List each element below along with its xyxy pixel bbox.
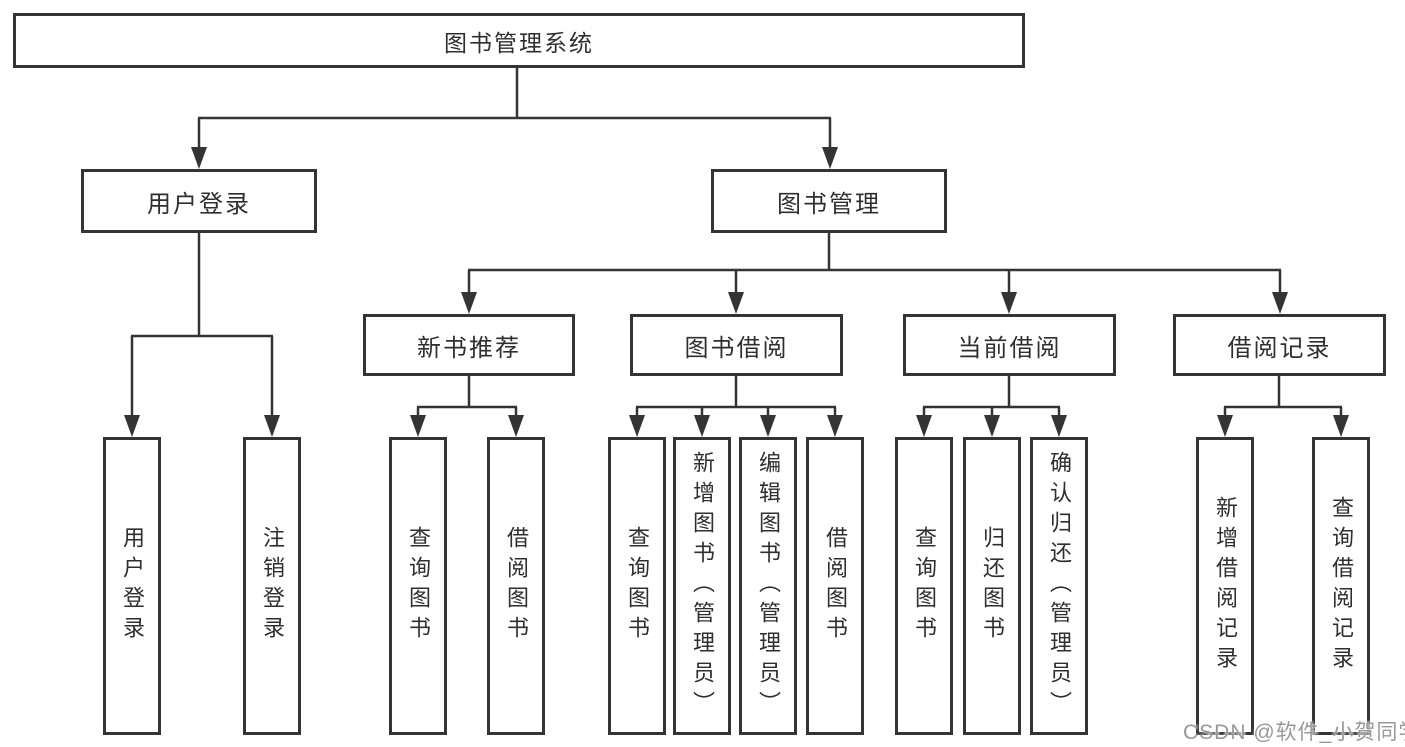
node-label: 确认归还（管理员） [1047, 451, 1072, 721]
node-new-book-recommend: 新书推荐 [363, 314, 575, 376]
node-borrowing-records: 借阅记录 [1173, 314, 1386, 376]
leaf-query-books-current: 查询图书 [895, 437, 953, 735]
node-label: 归还图书 [980, 526, 1005, 646]
node-label: 图书管理系统 [444, 29, 594, 56]
leaf-borrow-books-recommend: 借阅图书 [487, 437, 545, 735]
node-label: 查询图书 [625, 526, 650, 646]
node-book-management: 图书管理 [711, 169, 947, 233]
node-label: 查询图书 [912, 526, 937, 646]
node-current-borrowing: 当前借阅 [903, 314, 1116, 376]
node-label: 查询借阅记录 [1329, 496, 1354, 676]
node-label: 注销登录 [260, 526, 285, 646]
leaf-user-login: 用户登录 [103, 437, 161, 735]
node-label: 图书借阅 [684, 334, 789, 362]
node-label: 用户登录 [147, 190, 251, 218]
node-label: 编辑图书（管理员） [756, 451, 781, 721]
leaf-query-books-recommend: 查询图书 [389, 437, 447, 735]
leaf-add-book-admin: 新增图书（管理员） [673, 437, 731, 735]
leaf-return-books: 归还图书 [963, 437, 1021, 735]
node-user-login: 用户登录 [81, 169, 317, 233]
leaf-query-borrow-record: 查询借阅记录 [1312, 437, 1370, 735]
leaf-logout: 注销登录 [243, 437, 301, 735]
node-label: 新增借阅记录 [1213, 496, 1238, 676]
leaf-query-books-borrowing: 查询图书 [608, 437, 666, 735]
node-label: 新增图书（管理员） [690, 451, 715, 721]
leaf-borrow-books-borrowing: 借阅图书 [806, 437, 864, 735]
node-label: 查询图书 [406, 526, 431, 646]
node-label: 借阅记录 [1227, 334, 1332, 362]
leaf-edit-book-admin: 编辑图书（管理员） [739, 437, 797, 735]
node-label: 借阅图书 [823, 526, 848, 646]
node-label: 新书推荐 [417, 334, 521, 362]
leaf-add-borrow-record: 新增借阅记录 [1196, 437, 1254, 735]
node-label: 借阅图书 [504, 526, 529, 646]
node-label: 用户登录 [120, 526, 145, 646]
node-label: 图书管理 [777, 190, 881, 218]
node-library-management-system: 图书管理系统 [13, 13, 1025, 68]
node-book-borrowing: 图书借阅 [630, 314, 843, 376]
leaf-confirm-return-admin: 确认归还（管理员） [1030, 437, 1088, 735]
csdn-watermark: CSDN @软件_小贺同学 [1183, 721, 1405, 744]
node-label: 当前借阅 [957, 334, 1062, 362]
